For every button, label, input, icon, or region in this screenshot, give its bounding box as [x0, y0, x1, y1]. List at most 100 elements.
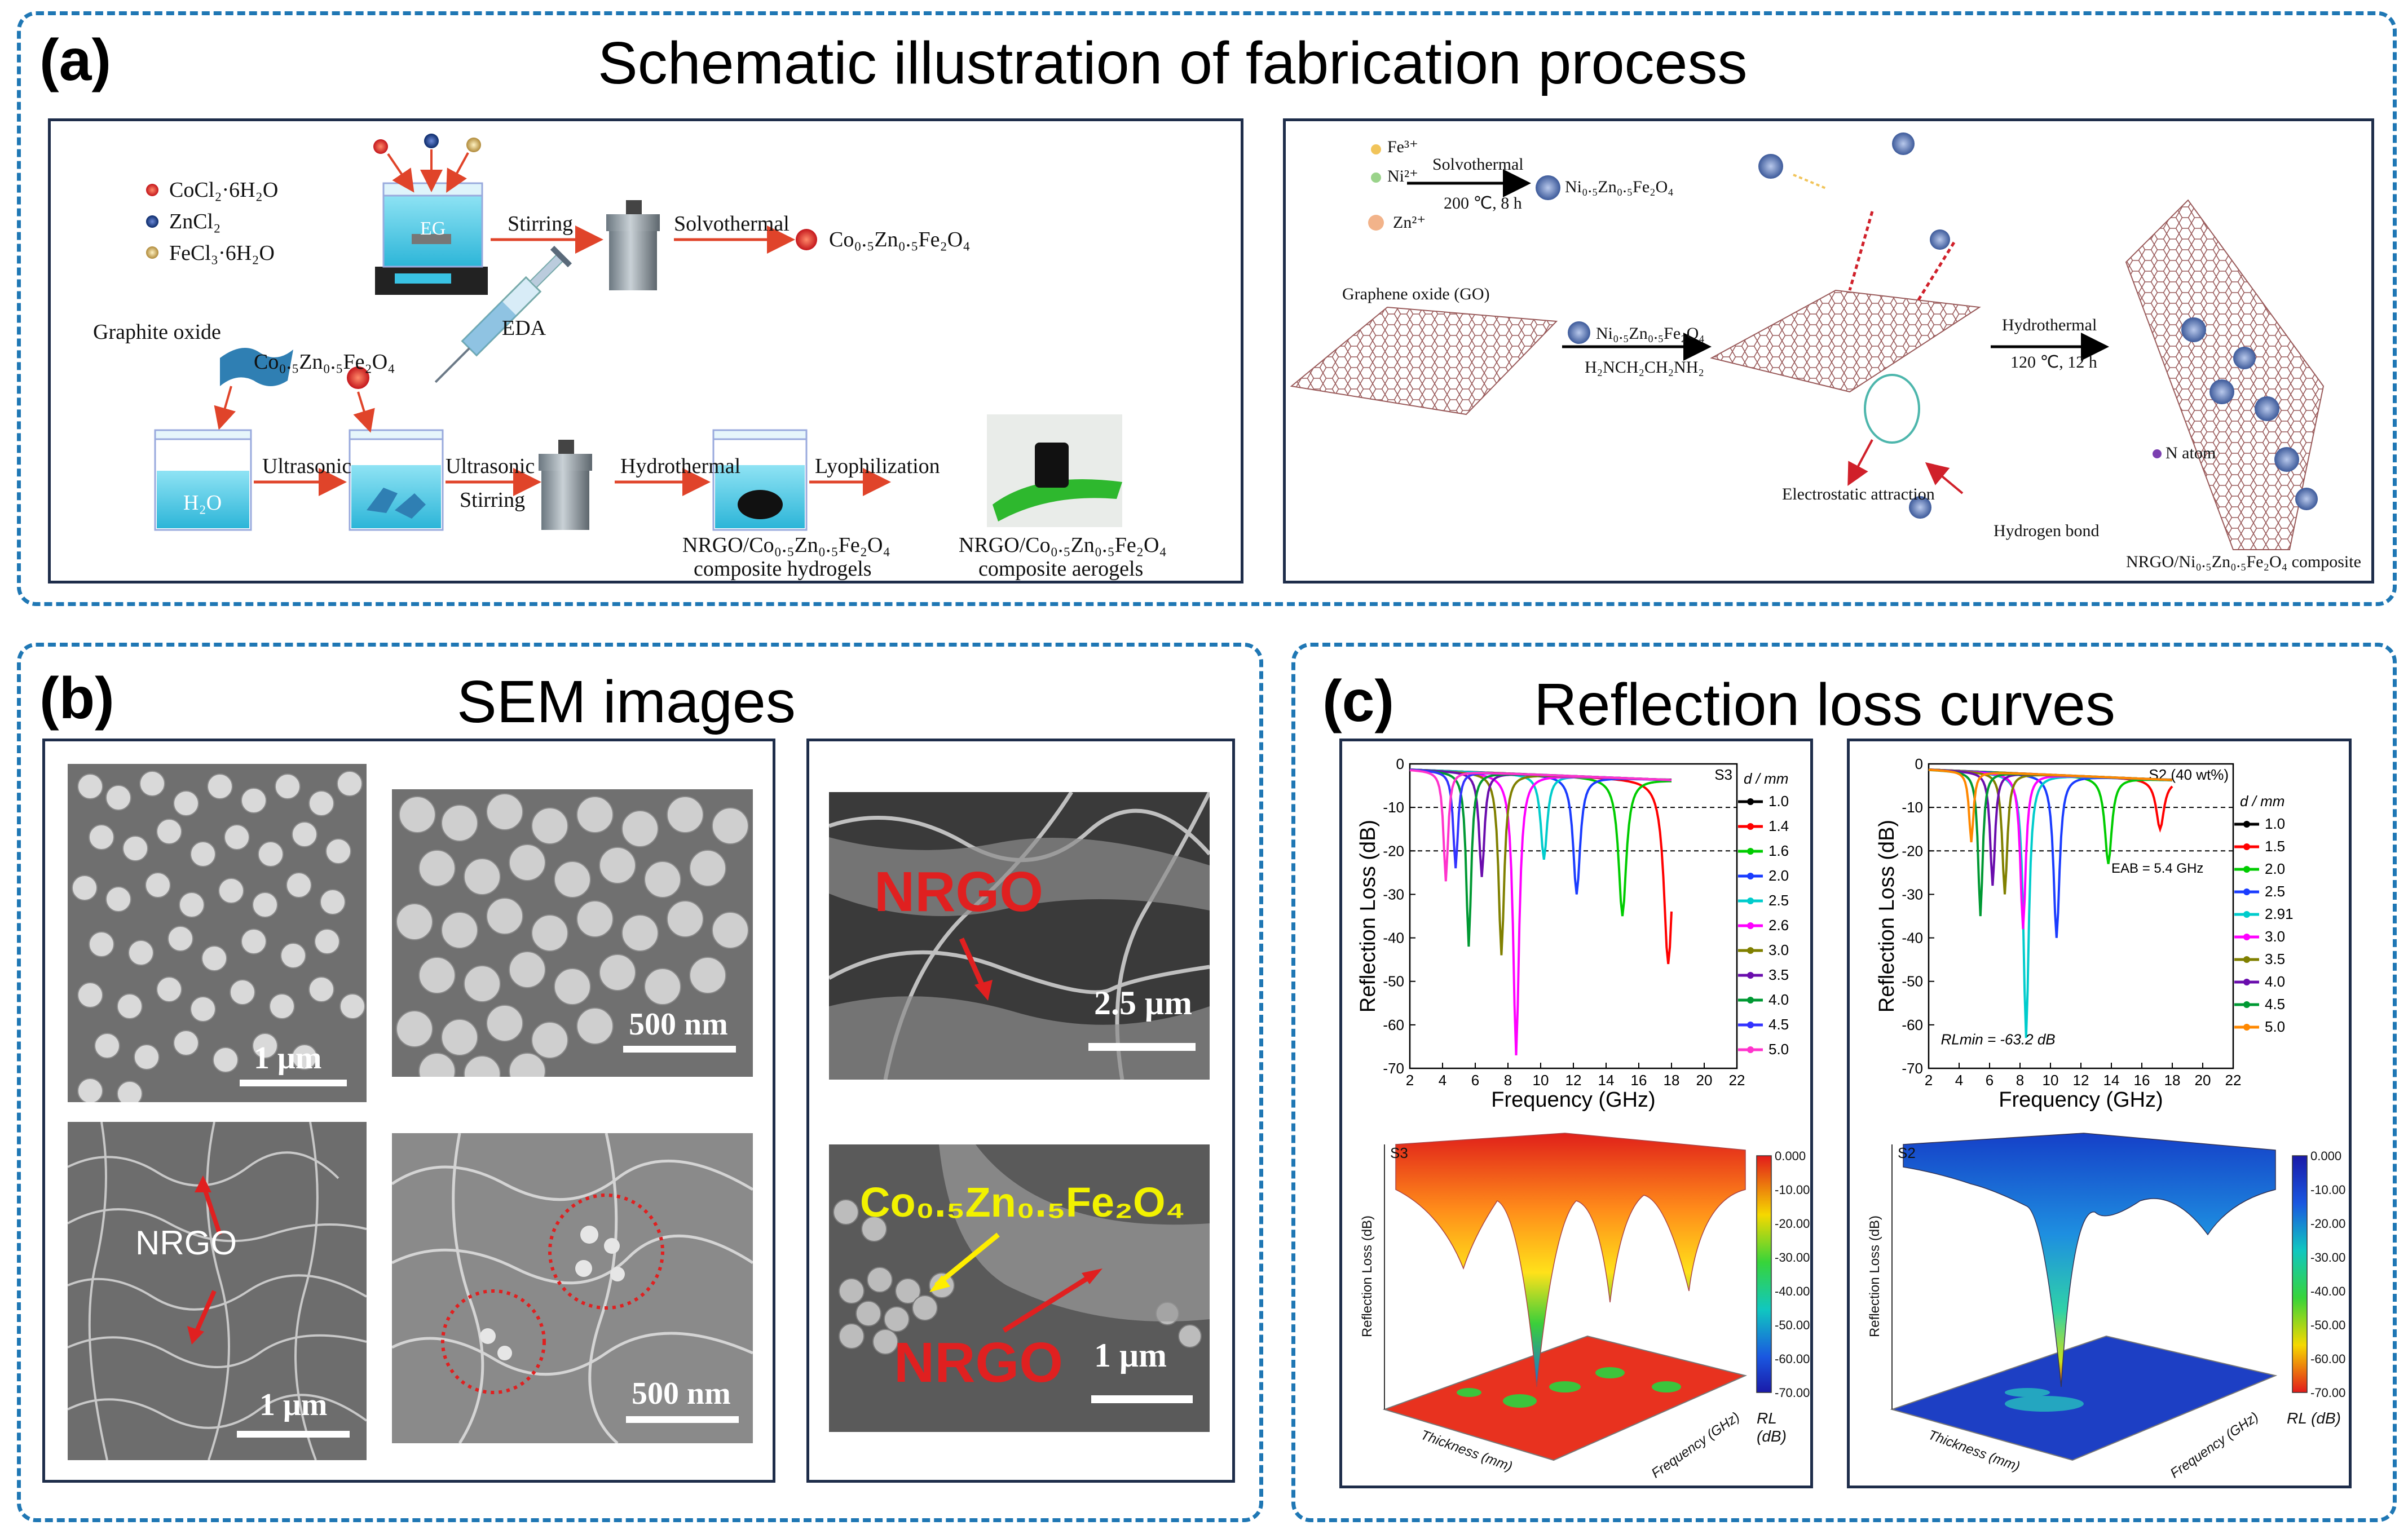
annotation-rlmin: RLmin = -63.2 dB [1941, 1031, 2056, 1048]
y-tick-label: -40 [1383, 930, 1404, 947]
s3-3d-tag: S3 [1390, 1144, 1408, 1161]
go-label: Graphene oxide (GO) [1342, 285, 1490, 303]
series-line-5.0 [1928, 768, 2173, 843]
beaker-eg-label: EG [420, 218, 446, 239]
solvothermal-label: Solvothermal [1432, 155, 1524, 174]
y-tick-label: -20 [1383, 842, 1404, 859]
x-tick-label: 20 [1696, 1072, 1713, 1089]
legend-label-2.5: 2.5 [2265, 883, 2285, 900]
s3-cb-5: -50.00 [1775, 1318, 1810, 1332]
legend-marker-1.6 [1747, 848, 1754, 855]
fecl3-ball-icon [146, 246, 158, 259]
legend-marker-3.0 [2243, 934, 2250, 940]
electrostatic-label: Electrostatic attraction [1782, 485, 1935, 503]
step-solvothermal: Solvothermal [674, 212, 790, 236]
x-tick-label: 10 [1533, 1072, 1549, 1089]
s2-surface [1903, 1133, 2276, 1387]
section-c-frame [1291, 643, 2397, 1522]
legend-marker-1.4 [1747, 823, 1754, 830]
s2-cb-0: 0.000 [2310, 1149, 2342, 1163]
sem6-scale-bar [1091, 1395, 1193, 1403]
step-hydrothermal: Hydrothermal [620, 454, 741, 478]
legend-zncl2: ZnCl₂ [169, 210, 221, 233]
sem5-nrgo-label: NRGO [874, 860, 1043, 923]
y-tick-label: -10 [1383, 799, 1404, 816]
s3-cb-0: 0.000 [1775, 1149, 1806, 1163]
legend-label-4.5: 4.5 [2265, 996, 2285, 1013]
y-axis-label: Reflection Loss (dB) [1875, 820, 1899, 1013]
y-tick-label: 0 [1915, 755, 1923, 772]
step-ultrasonic-1: Ultrasonic [262, 454, 352, 478]
s2-cb-7: -70.00 [2310, 1386, 2346, 1400]
legend-label-4.0: 4.0 [1768, 991, 1789, 1008]
legend-marker-1.0 [1747, 798, 1754, 805]
sem3-scale-label: 1 μm [259, 1387, 328, 1422]
product-ball-icon [796, 229, 817, 250]
x-tick-label: 18 [2164, 1072, 2181, 1089]
zncl2-ball-icon [146, 215, 158, 228]
y-tick-label: -70 [1902, 1060, 1923, 1077]
ferrite2-label: Ni₀.₅Zn₀.₅Fe₂O₄ [1596, 324, 1705, 343]
s3-cb-6: -60.00 [1775, 1352, 1810, 1366]
section-a-title: Schematic illustration of fabrication pr… [598, 30, 1748, 96]
step-lyophilization: Lyophilization [815, 454, 940, 478]
x-tick-label: 6 [1471, 1072, 1479, 1089]
section-b-frame [17, 643, 1263, 1522]
s2-cb-3: -30.00 [2310, 1250, 2346, 1265]
hydrogel-label-2: composite hydrogels [694, 557, 872, 581]
x-tick-label: 12 [2073, 1072, 2089, 1089]
sem2-scale-label: 500 nm [629, 1007, 728, 1042]
x-tick-label: 20 [2195, 1072, 2211, 1089]
sem3-nrgo-label: NRGO [135, 1224, 237, 1262]
graphite-oxide-label: Graphite oxide [93, 320, 221, 344]
x-tick-label: 14 [1598, 1072, 1615, 1089]
sem4-circle-1 [548, 1193, 664, 1310]
section-b-letter: (b) [39, 666, 114, 731]
x-axis-label: Frequency (GHz) [1999, 1088, 2163, 1112]
sem-image-6: Co₀.₅Zn₀.₅Fe₂O₄ NRGO 1 μm [829, 1144, 1210, 1432]
legend-label-2.6: 2.6 [1768, 917, 1789, 934]
sem-image-2: 500 nm [392, 789, 753, 1077]
x-tick-label: 4 [1439, 1072, 1446, 1089]
hydrogel-label-1: NRGO/Co₀.₅Zn₀.₅Fe₂O₄ [682, 533, 890, 557]
sem4-circle-2 [441, 1289, 546, 1394]
legend-marker-2.5 [2243, 888, 2250, 895]
section-a-letter: (a) [39, 28, 112, 93]
y-tick-label: -20 [1902, 842, 1923, 859]
sem6-scale-label: 1 μm [1094, 1337, 1167, 1374]
y-tick-label: 0 [1396, 755, 1404, 772]
legend-label-5.0: 5.0 [1768, 1041, 1789, 1058]
plot-frame [1409, 763, 1738, 1069]
s3-zlabel: Reflection Loss (dB) [1360, 1215, 1375, 1338]
x-tick-label: 2 [1406, 1072, 1414, 1089]
legend-label-3.0: 3.0 [1768, 941, 1789, 958]
ion-zn: Zn²⁺ [1393, 213, 1426, 232]
hydro-cond-label: 120 ℃, 12 h [2010, 353, 2097, 372]
fabrication-left-diagram [146, 134, 1122, 531]
s3-cb-1: -10.00 [1775, 1183, 1810, 1197]
x-tick-label: 4 [1955, 1072, 1963, 1089]
s3-colorbar [1756, 1155, 1772, 1393]
ferrite-label: Ni₀.₅Zn₀.₅Fe₂O₄ [1565, 178, 1674, 196]
sem-image-5: NRGO 2.5 μm [829, 792, 1210, 1080]
y-tick-label: -70 [1383, 1060, 1404, 1077]
fabrication-right-panel: Fe³⁺ Ni²⁺ Zn²⁺ Solvothermal 200 ℃, 8 h N… [1283, 118, 2374, 583]
s2-zlabel: Reflection Loss (dB) [1867, 1215, 1882, 1338]
section-c-title: Reflection loss curves [1534, 671, 2115, 738]
legend-label-2.0: 2.0 [1768, 867, 1789, 884]
x-tick-label: 22 [2225, 1072, 2242, 1089]
s2-cb-6: -60.00 [2310, 1352, 2346, 1366]
sem1-scale-bar [240, 1080, 347, 1086]
y-tick-label: -30 [1902, 886, 1923, 903]
h2o-label: H₂O [183, 491, 222, 515]
step-stirring: Stirring [508, 212, 574, 236]
section-a-frame [17, 11, 2397, 606]
legend-marker-3.5 [2243, 956, 2250, 963]
fabrication-right-diagram [1290, 132, 2325, 550]
legend-label-2.91: 2.91 [2265, 905, 2294, 922]
step-stirring-2: Stirring [460, 488, 526, 512]
ni-ion-icon [1371, 173, 1381, 183]
s2-3d-tag: S2 [1898, 1144, 1916, 1161]
y-tick-label: -60 [1383, 1016, 1404, 1033]
